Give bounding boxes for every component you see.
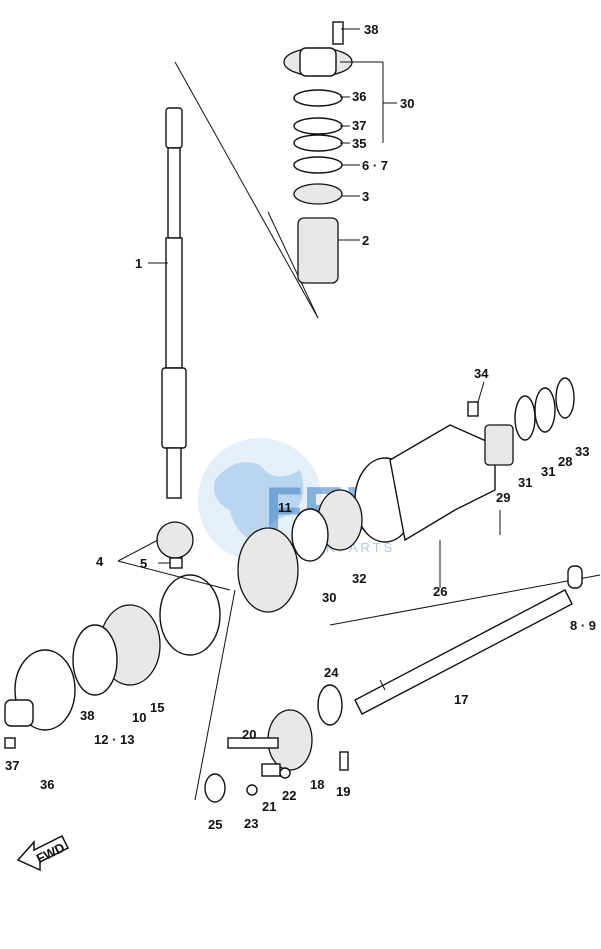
bearing-housing <box>299 47 337 77</box>
bolt <box>332 21 344 45</box>
callout-19: 21 <box>262 799 276 814</box>
callout-29: 32 <box>352 571 366 586</box>
callout-26: 29 <box>496 490 510 505</box>
callout-27: 30 <box>322 590 336 605</box>
reverse-gear <box>237 527 299 613</box>
shim <box>293 117 343 135</box>
callout-22: 24 <box>324 665 339 680</box>
callout-2: 2 <box>362 233 369 248</box>
watermark-land-shape <box>214 462 304 545</box>
guide-line <box>194 589 236 801</box>
nut <box>169 557 183 569</box>
callout-3: 3 <box>362 189 369 204</box>
snap-ring <box>293 156 343 174</box>
gear-set <box>4 521 299 801</box>
ball <box>246 784 258 796</box>
guide-line <box>329 574 601 626</box>
callout-34: 37 <box>352 118 366 133</box>
drive-shaft <box>167 147 181 239</box>
shim <box>72 624 118 696</box>
shim <box>293 89 343 107</box>
bearing <box>484 424 514 466</box>
callout-32: 30 <box>400 96 414 111</box>
seal <box>534 387 556 433</box>
drive-shaft-assembly <box>161 21 353 499</box>
guide-line <box>267 211 319 319</box>
fwd-arrow-icon <box>16 834 70 872</box>
callout-37: 37 <box>5 758 19 773</box>
washer <box>291 508 329 562</box>
spring <box>261 763 281 777</box>
bushing <box>4 699 34 727</box>
callout-1: 1 <box>135 256 142 271</box>
callout-8-9: 8 · 9 <box>570 618 596 633</box>
callout-31: 34 <box>474 366 489 381</box>
callout-12-13: 12 · 13 <box>94 732 134 747</box>
forward-gear <box>159 574 221 656</box>
callout-5: 5 <box>140 556 147 571</box>
fwd-direction-marker: FWD <box>16 834 70 872</box>
callout-25: 28 <box>558 454 572 469</box>
callout-11: 11 <box>278 500 292 515</box>
ball <box>279 767 291 779</box>
callout-23: 25 <box>208 817 222 832</box>
leader-line <box>117 560 231 591</box>
callout-36: 36 <box>40 777 54 792</box>
pinion-gear <box>156 521 194 559</box>
callout-4: 4 <box>96 554 104 569</box>
seal <box>514 395 536 441</box>
callout-17: 19 <box>336 784 350 799</box>
callout-28: 31 <box>518 475 532 490</box>
spring-clip <box>317 684 343 726</box>
housing-body <box>389 424 496 542</box>
callout-10: 10 <box>132 710 146 725</box>
callout-38: 38 <box>80 708 94 723</box>
leader-line <box>379 679 386 691</box>
callout-30: 33 <box>575 444 589 459</box>
callout-6-7: 6 · 7 <box>362 158 388 173</box>
callout-28: 31 <box>541 464 555 479</box>
drive-shaft <box>161 367 187 449</box>
pin <box>4 737 16 749</box>
callout-16: 18 <box>310 777 324 792</box>
callout-33: 35 <box>352 136 366 151</box>
callout-21: 23 <box>244 816 258 831</box>
washer <box>567 565 583 589</box>
propeller-shaft <box>204 565 583 803</box>
propeller-shaft-housing <box>291 377 601 626</box>
callout-14: 15 <box>150 700 164 715</box>
leader-line <box>477 381 485 403</box>
pin <box>339 751 349 771</box>
callout-15: 17 <box>454 692 468 707</box>
fwd-label: FWD <box>34 840 67 866</box>
callout-18: 20 <box>242 727 256 742</box>
propeller-shaft <box>354 589 573 715</box>
oil-seal <box>204 773 226 803</box>
bushing <box>297 217 339 284</box>
leader-line <box>117 539 159 562</box>
push-rod <box>227 737 279 749</box>
callout-34: 36 <box>352 89 366 104</box>
snap-ring <box>555 377 575 419</box>
drive-shaft <box>165 107 183 149</box>
callout-35: 38 <box>364 22 378 37</box>
callout-labels: 38 30 36 37 35 6 · 7 3 2 1 34 33 28 31 3… <box>5 22 596 832</box>
guide-line <box>174 61 319 319</box>
bolt <box>467 401 479 417</box>
bearing <box>293 183 343 205</box>
callout-20: 22 <box>282 788 296 803</box>
drive-shaft <box>165 237 183 369</box>
washer <box>293 134 343 152</box>
drive-shaft <box>166 447 182 499</box>
leader-lines <box>117 28 485 691</box>
callout-24: 26 <box>433 584 447 599</box>
